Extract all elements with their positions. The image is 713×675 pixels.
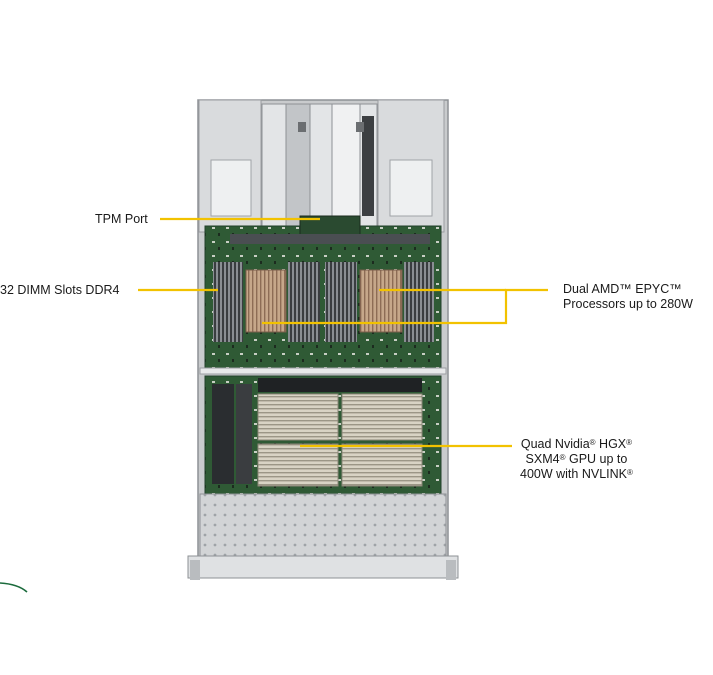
green-arc-mark — [0, 583, 27, 592]
dimm-slots-callout: 32 DIMM Slots DDR4 — [0, 283, 119, 298]
pcie-riser-cage — [262, 104, 377, 234]
front-bezel — [188, 556, 458, 578]
gpu-callout-line3: 400W with NVLINK® — [520, 467, 633, 482]
cpu-callout-line2: Processors up to 280W — [563, 297, 693, 312]
tpm-port-callout: TPM Port — [95, 212, 148, 227]
gpu-callout-line2: SXM4® GPU up to — [520, 452, 633, 467]
gpu-left-connectors — [212, 384, 252, 484]
gpu-callout-line1: Quad Nvidia® HGX® — [520, 437, 633, 452]
midplane-divider — [200, 368, 446, 374]
gpu-callout: Quad Nvidia® HGX® SXM4® GPU up to 400W w… — [520, 437, 633, 482]
io-strip — [230, 234, 430, 244]
cpu-callout: Dual AMD™ EPYC™ Processors up to 280W — [563, 282, 693, 312]
cpu-callout-line1: Dual AMD™ EPYC™ — [563, 282, 693, 297]
